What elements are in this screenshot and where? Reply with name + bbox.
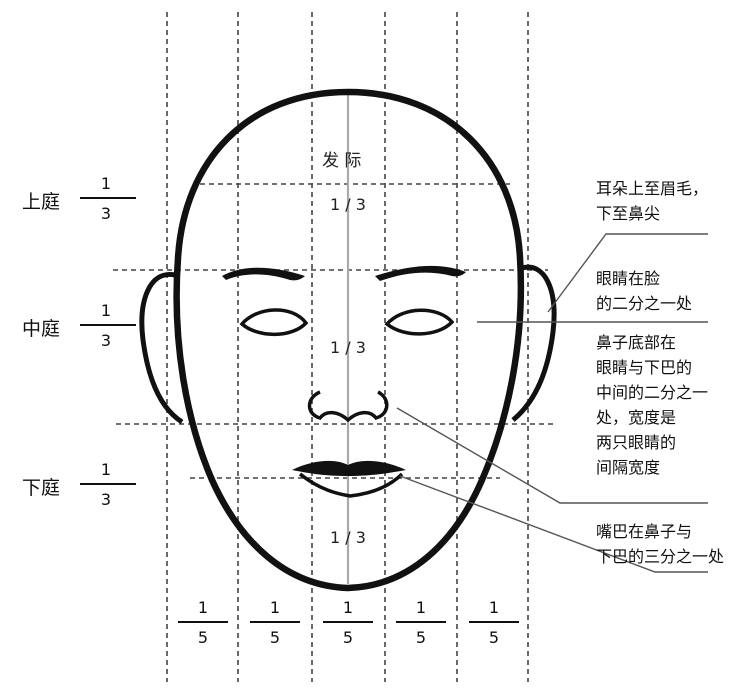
left-eyebrow — [222, 267, 305, 281]
right-eyebrow — [375, 265, 466, 281]
fifth-3-bar — [323, 621, 373, 623]
fifth-4-num: 1 — [415, 598, 427, 617]
middle-third-bar — [80, 324, 136, 326]
nose-note-line-1: 鼻子底部在 — [596, 333, 677, 352]
fifth-5-den: 5 — [488, 628, 500, 647]
ear-note-line-1: 耳朵上至眉毛， — [596, 179, 709, 198]
nose-leader — [396, 407, 708, 504]
fifth-5-num: 1 — [488, 598, 500, 617]
nose-note: 鼻子底部在 眼睛与下巴的 中间的二分之一 处，宽度是 两只眼睛的 间隔宽度 — [596, 330, 708, 480]
mouth-note-line-1: 嘴巴在鼻子与 — [596, 522, 693, 541]
fifth-2-num: 1 — [269, 598, 281, 617]
nose-note-line-2: 眼睛与下巴的 — [596, 358, 693, 377]
mouth-leader — [399, 475, 708, 573]
nose — [307, 390, 389, 423]
fifth-1-den: 5 — [197, 628, 209, 647]
eye-note-line-2: 的二分之一处 — [596, 294, 693, 313]
fifth-5-bar — [469, 621, 519, 623]
right-eye — [384, 308, 455, 336]
eye-note: 眼睛在脸 的二分之一处 — [596, 266, 692, 316]
fifth-3-den: 5 — [342, 628, 354, 647]
lower-third-label: 下庭 — [22, 477, 61, 499]
lower-third-num: 1 — [100, 460, 112, 479]
lower-third-den: 3 — [100, 490, 112, 509]
ear-note-line-2: 下至鼻尖 — [596, 204, 661, 223]
lower-third-ratio: 1 / 3 — [330, 528, 366, 547]
nose-note-line-5: 两只眼睛的 — [596, 433, 677, 452]
mouth-note-line-2: 下巴的三分之一处 — [596, 547, 725, 566]
right-ear — [511, 264, 557, 422]
ear-leader — [547, 233, 708, 313]
fifth-3-num: 1 — [342, 598, 354, 617]
fifth-1-num: 1 — [197, 598, 209, 617]
middle-third-num: 1 — [100, 301, 112, 320]
nose-note-line-4: 处，宽度是 — [596, 408, 677, 427]
upper-third-bar — [80, 197, 136, 199]
middle-third-ratio: 1 / 3 — [330, 338, 366, 357]
middle-third-label: 中庭 — [22, 318, 61, 340]
upper-third-label: 上庭 — [22, 191, 61, 213]
fifth-4-bar — [396, 621, 446, 623]
nose-note-line-6: 间隔宽度 — [596, 458, 661, 477]
ear-note: 耳朵上至眉毛， 下至鼻尖 — [596, 176, 708, 226]
nose-note-line-3: 中间的二分之一 — [596, 383, 709, 402]
hairline-label: 发 际 — [322, 151, 362, 171]
left-ear — [139, 272, 184, 425]
middle-third-den: 3 — [100, 331, 112, 350]
mouth-lower — [298, 472, 404, 498]
fifth-1-bar — [178, 621, 228, 623]
mouth-upper — [292, 460, 406, 476]
lower-third-bar — [80, 483, 136, 485]
upper-third-den: 3 — [100, 204, 112, 223]
mouth-note: 嘴巴在鼻子与 下巴的三分之一处 — [596, 519, 724, 569]
upper-third-num: 1 — [100, 174, 112, 193]
fifth-2-den: 5 — [269, 628, 281, 647]
eye-note-line-1: 眼睛在脸 — [596, 269, 661, 288]
head-outline — [173, 88, 525, 592]
fifth-4-den: 5 — [415, 628, 427, 647]
left-eye — [239, 308, 309, 337]
upper-third-ratio: 1 / 3 — [330, 195, 366, 214]
fifth-2-bar — [250, 621, 300, 623]
